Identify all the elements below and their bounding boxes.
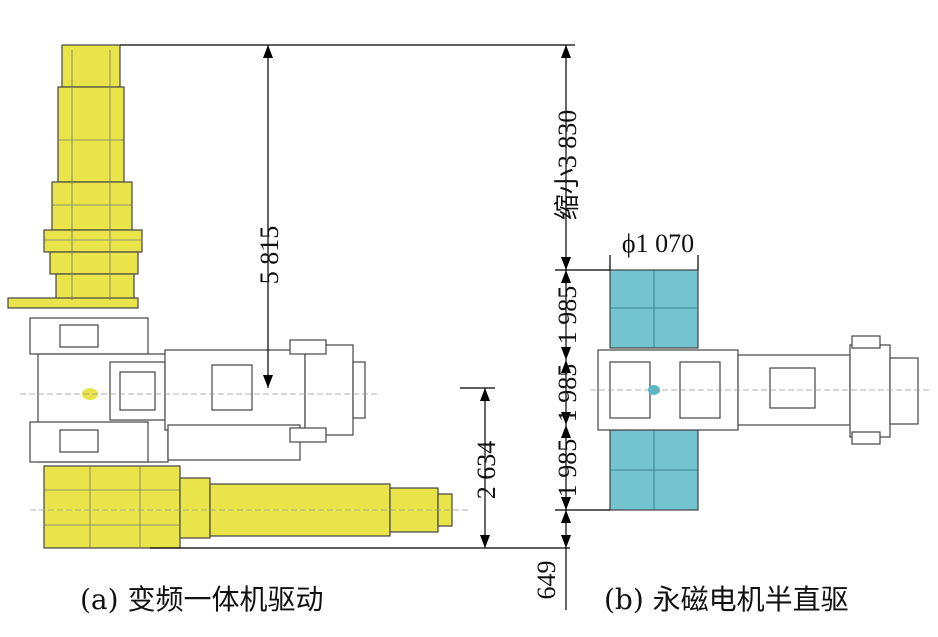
vfd-frame <box>29 317 169 463</box>
caption-b: (b) 永磁电机半直驱 <box>604 583 849 616</box>
horizontal-motor-yellow <box>43 465 453 549</box>
dimension-arrows <box>263 45 571 548</box>
dim-reduction: 缩小3 830 <box>553 110 582 221</box>
dim-lower-height: 2 634 <box>472 441 501 500</box>
caption-a: (a) 变频一体机驱动 <box>80 583 324 616</box>
vfd-shaft-center <box>82 388 98 400</box>
dim-lower-offset: 1 985 <box>553 439 582 498</box>
pm-assembly <box>590 269 930 511</box>
dim-diameter: ϕ1 070 <box>622 229 694 258</box>
dim-base-offset: 649 <box>532 561 561 600</box>
vertical-motor-yellow <box>7 44 143 309</box>
dim-height-total: 5 815 <box>255 226 284 285</box>
dim-gap-small: 1 985 <box>553 364 582 423</box>
vfd-gearbox <box>164 339 366 461</box>
dim-upper-offset: 1 985 <box>553 286 582 345</box>
vfd-assembly <box>7 44 470 549</box>
